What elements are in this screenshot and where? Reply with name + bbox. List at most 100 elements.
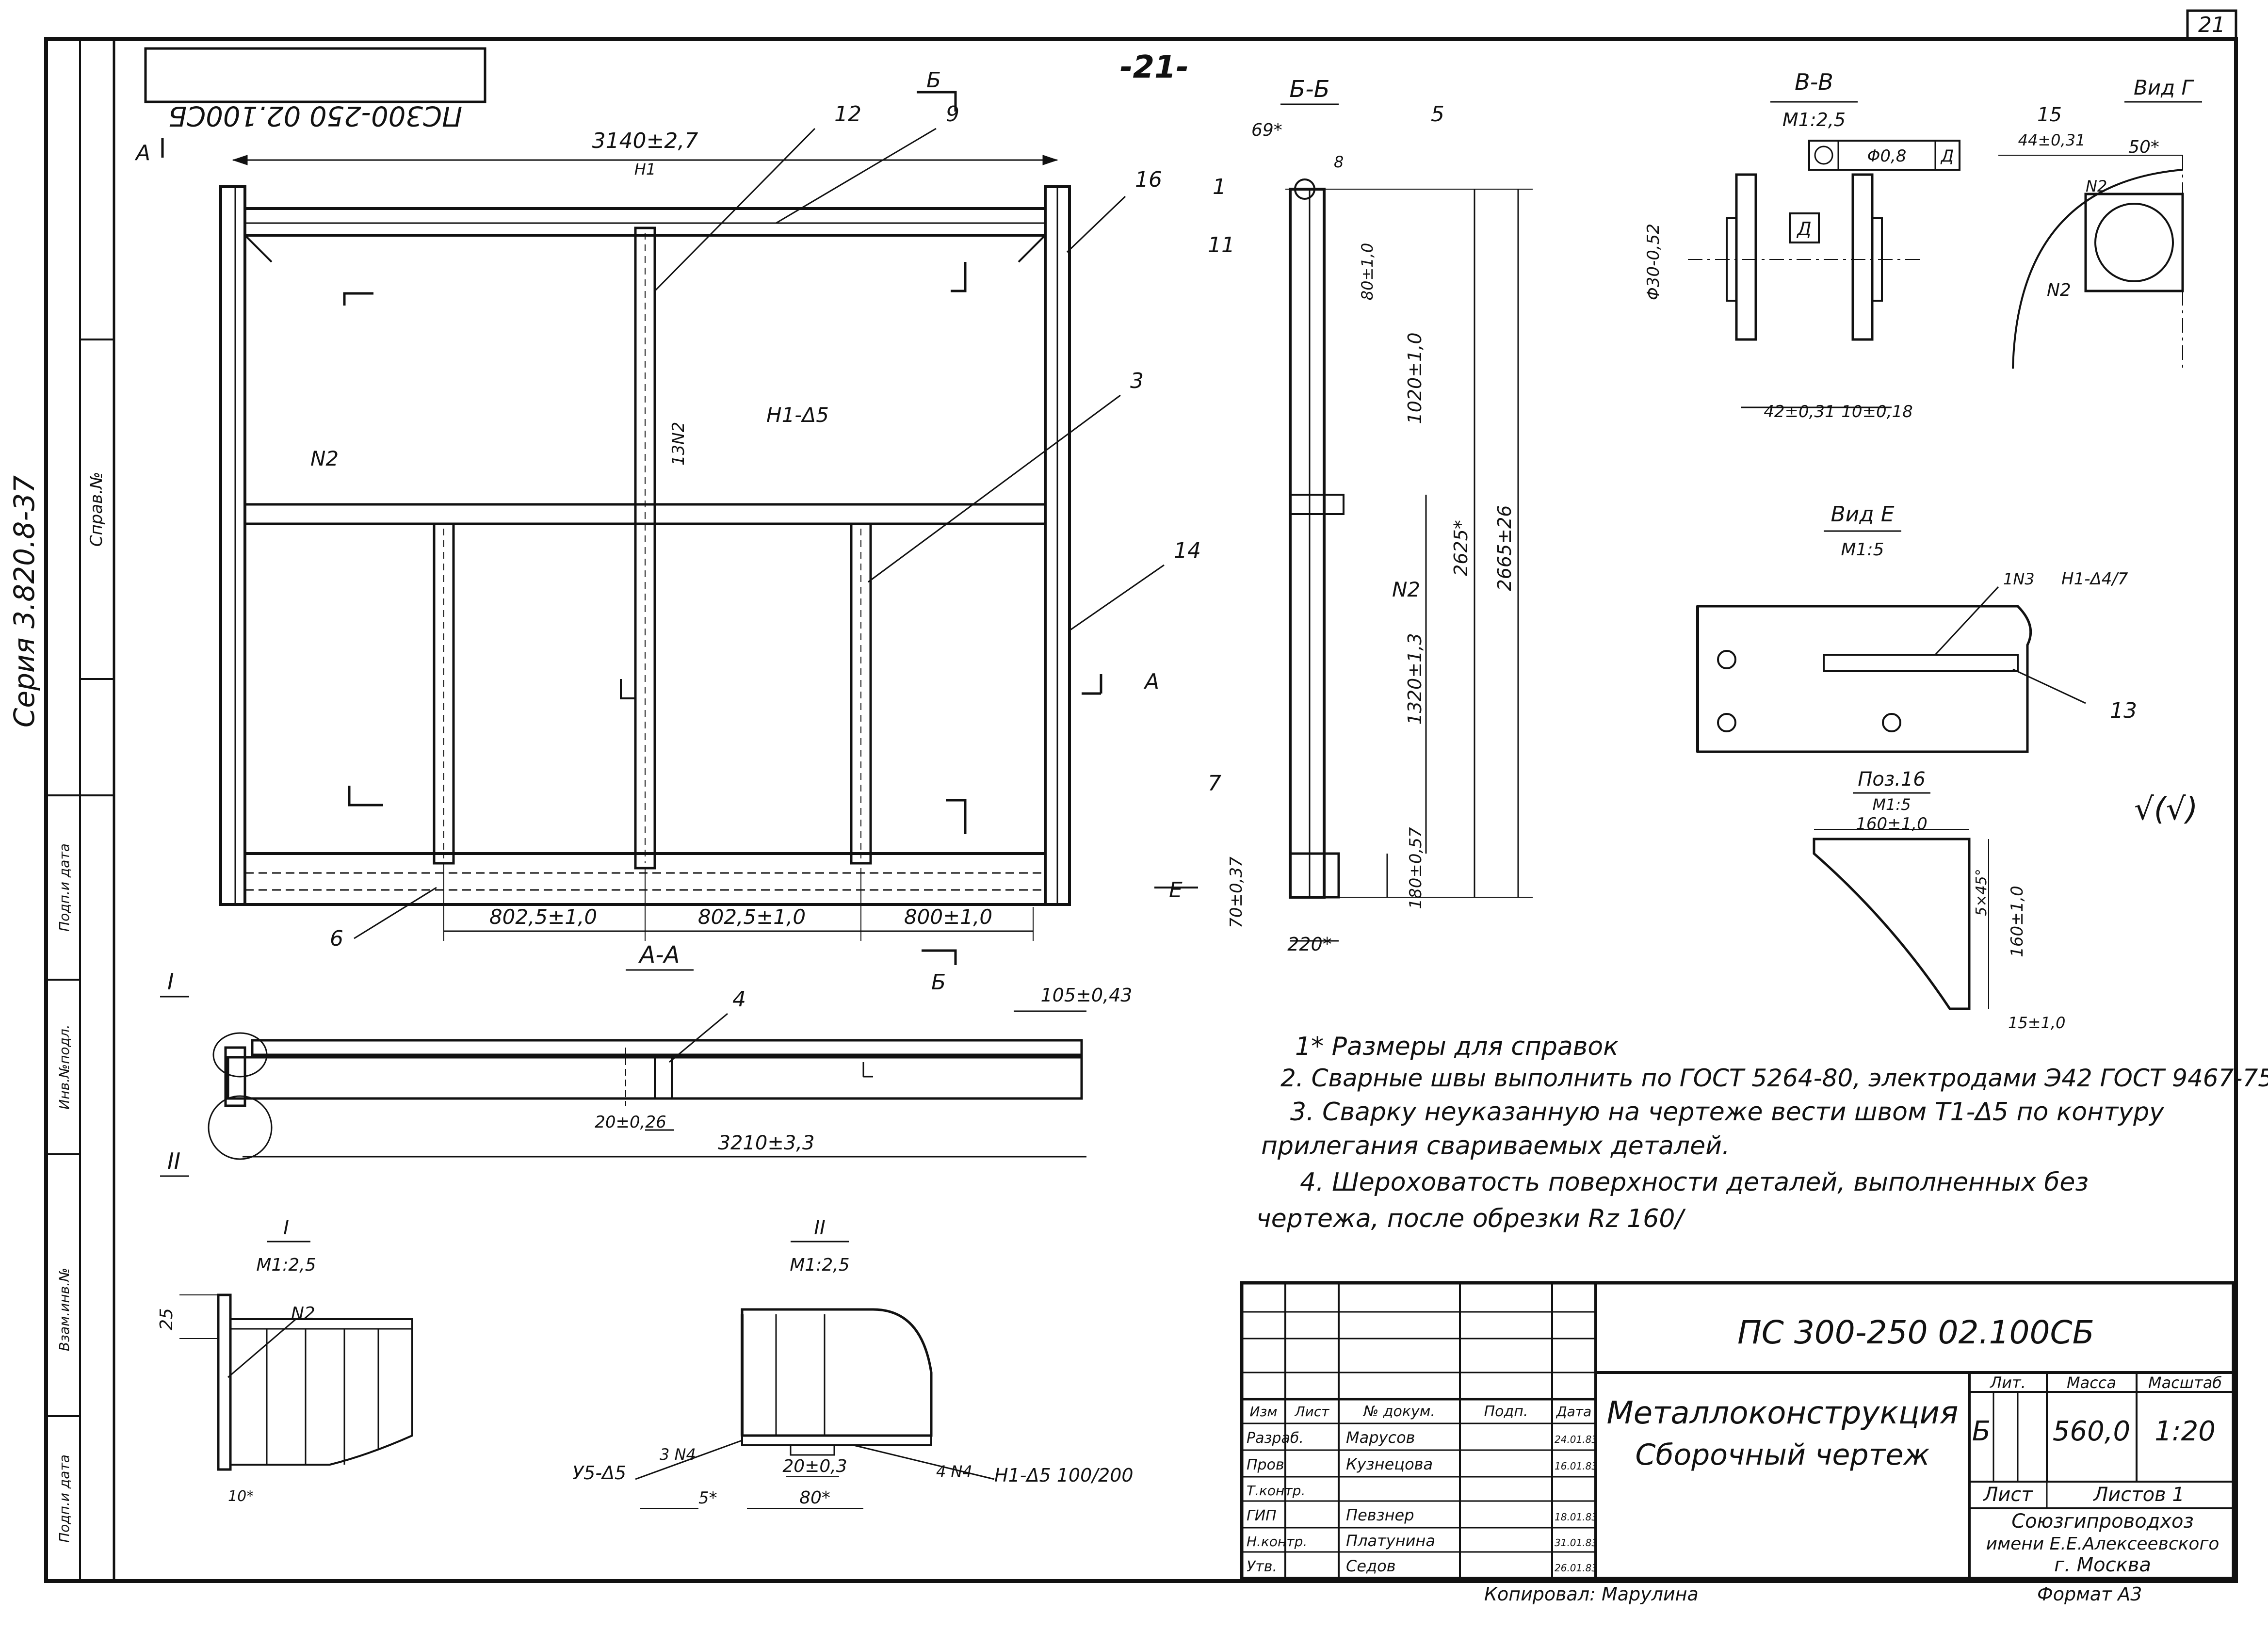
tb-sheet-label: Лист (1982, 1484, 2033, 1506)
tb-mass: 560,0 (2053, 1416, 2130, 1447)
tb-org-1: Союзгипроводхоз (2011, 1510, 2194, 1533)
stamp-cell-4: Подп.и дата (56, 1454, 72, 1543)
stamp-cell-1: Взам.инв.№ (56, 1268, 72, 1351)
tb-sheets-label: Листов 1 (2092, 1484, 2185, 1506)
tb-date-r4: 18.01.83 (1555, 1511, 1598, 1523)
weld-y5: У5-Δ5 (572, 1462, 626, 1484)
svg-text:ПС300-250 02.100СБ: ПС300-250 02.100СБ (168, 100, 462, 131)
callout-6: 6 (330, 926, 343, 951)
view-e-scale: М1:5 (1841, 540, 1884, 560)
footer-format: Формат А3 (2037, 1583, 2142, 1605)
tb-head-izm: Изм (1250, 1404, 1278, 1420)
dim-160-w: 160±1,0 (1856, 814, 1927, 834)
note-1: 1* Размеры для справок (1295, 1032, 1619, 1061)
tb-date-r1: 24.01.83 (1555, 1434, 1598, 1445)
tb-role-4: ГИП (1247, 1507, 1277, 1524)
callout-9: 9 (946, 102, 959, 127)
dim-20-d2: 20±0,3 (782, 1456, 847, 1476)
dim-1020: 1020±1,0 (1404, 333, 1426, 424)
weld-1n3: 1N3 (2003, 570, 2035, 588)
tb-lit: Б (1972, 1416, 1991, 1447)
detail-2-title: II (814, 1217, 826, 1239)
callout-14: 14 (1174, 538, 1201, 563)
weld-n2-g1: N2 (2086, 177, 2107, 195)
section-mark-b-top: Б (926, 68, 941, 93)
tb-head-date: Дата (1555, 1404, 1592, 1420)
dim-42: 42±0,31 (1764, 402, 1835, 421)
section-aa (208, 1010, 1086, 1160)
weld-h1d47: Н1-Δ4/7 (2061, 569, 2128, 589)
dim-70: 70±0,37 (1227, 856, 1246, 928)
tb-role-1: Разраб. (1247, 1430, 1304, 1447)
weld-n2-g2: N2 (2047, 280, 2071, 300)
section-vv-labels: В-В М1:2,5 Φ0,8 Д Д Φ30-0,52 42±0,31 10±… (1644, 69, 1954, 421)
detail-2-scale: М1:2,5 (790, 1255, 849, 1275)
pos16 (1813, 829, 1989, 1010)
note-4: 4. Шероховатость поверхности деталей, вы… (1300, 1168, 2089, 1197)
tb-scale: 1:20 (2155, 1416, 2216, 1447)
section-mark-a-top: А (134, 141, 150, 165)
note-4-cont: чертежа, после обрезки Rz 160/ (1256, 1204, 1686, 1233)
dim-800: 800±1,0 (904, 905, 992, 929)
tb-head-doc: № докум. (1362, 1403, 1435, 1420)
tb-name-r4: Певзнер (1346, 1506, 1414, 1524)
section-mark-a-right: А (1143, 669, 1159, 694)
view-g (1998, 155, 2184, 369)
callout-16: 16 (1135, 167, 1162, 192)
tb-mass-label: Масса (2067, 1373, 2116, 1392)
section-aa-labels: А-А 105±0,43 20±0,26 3210±3,3 4 I II (160, 941, 1133, 1177)
dim-160-h: 160±1,0 (2008, 886, 2027, 957)
left-margin: Серия 3.820.8-37 Справ.№ Взам.инв.№ Инв.… (8, 39, 114, 1581)
dim-20-aa: 20±0,26 (595, 1113, 666, 1132)
tb-org-2: имени Е.Е.Алексеевского (1986, 1534, 2219, 1554)
dim-10: 10±0,18 (1841, 402, 1912, 421)
section-vv-title: В-В (1795, 69, 1833, 95)
callout-1: 1 (1213, 175, 1226, 199)
tb-date-r2: 16.01.83 (1555, 1460, 1598, 1472)
tb-name-r5: Платунина (1346, 1532, 1435, 1550)
stamp-cell-2: Инв.№подл. (56, 1024, 72, 1109)
dim-3140: 3140±2,7 (592, 129, 698, 153)
callout-12: 12 (834, 102, 861, 127)
dim-5-d2: 5* (698, 1488, 717, 1508)
note-3: 3. Сварку неуказанную на чертеже вести ш… (1290, 1098, 2165, 1127)
note-2: 2. Сварные швы выполнить по ГОСТ 5264-80… (1280, 1064, 2268, 1092)
callout-4: 4 (732, 987, 746, 1012)
dim-25: 25 (157, 1308, 177, 1330)
tb-name-1: Металлоконструкция (1607, 1395, 1959, 1431)
dim-2625: 2625* (1450, 520, 1472, 576)
weld-13n2: 13N2 (669, 422, 688, 466)
tb-name-r2: Кузнецова (1346, 1455, 1433, 1473)
weld-n2-bb: N2 (1392, 578, 1420, 601)
section-vv-scale: М1:2,5 (1782, 109, 1846, 130)
dim-180: 180±0,57 (1406, 827, 1426, 909)
section-bb-title: Б-Б (1289, 76, 1329, 103)
detail-1-title: I (283, 1217, 289, 1239)
reference-label: Справ.№ (87, 472, 106, 547)
sheet-number-box (2186, 9, 2237, 40)
tb-scale-label: Масштаб (2148, 1373, 2222, 1392)
detail-1-scale: М1:2,5 (256, 1255, 316, 1275)
dim-802-2: 802,5±1,0 (698, 905, 806, 929)
inner-frame (113, 37, 2237, 1583)
section-bb-labels: Б-Б 69* 8 1020±1,0 1320±1,3 180±0,57 70±… (1208, 76, 1515, 955)
dim-chamfer: 5×45° (1973, 869, 1990, 916)
callout-11: 11 (1208, 233, 1235, 258)
callout-5: 5 (1431, 102, 1444, 127)
tb-name-2: Сборочный чертеж (1636, 1438, 1930, 1472)
tb-role-5: Н.контр. (1247, 1534, 1307, 1550)
detail-1-mark: I (167, 969, 174, 995)
detail-2-mark: II (167, 1148, 180, 1174)
footer-copied: Копировал: Марулина (1484, 1583, 1699, 1605)
dim-3210: 3210±3,3 (718, 1132, 815, 1154)
detail-1-labels: I М1:2,5 25 10* N2 (157, 1217, 316, 1505)
tb-designation: ПС 300-250 02.100СБ (1737, 1314, 2094, 1351)
detail-1 (179, 1293, 413, 1471)
series-label: Серия 3.820.8-37 (8, 475, 41, 727)
section-vv (1688, 140, 1960, 408)
dim-105: 105±0,43 (1041, 985, 1133, 1006)
dim-10-d1: 10* (228, 1488, 254, 1505)
notes: 1* Размеры для справок 2. Сварные швы вы… (1256, 1032, 2268, 1233)
weld-n2-main: N2 (310, 447, 339, 470)
